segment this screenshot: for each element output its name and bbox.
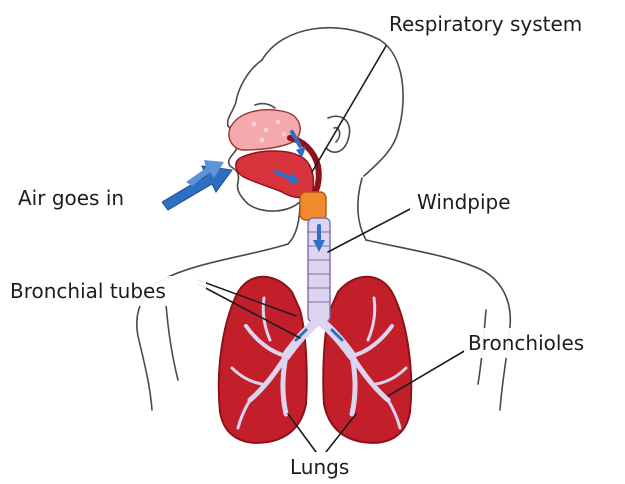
label-bronchioles: Bronchioles — [468, 331, 584, 355]
label-windpipe: Windpipe — [417, 190, 511, 214]
label-respiratory-system: Respiratory system — [389, 12, 582, 36]
larynx — [300, 192, 326, 220]
air-in-arrow-icon — [162, 166, 232, 210]
label-lungs: Lungs — [290, 455, 349, 479]
label-bronchial-tubes: Bronchial tubes — [10, 279, 166, 303]
nasal-cavity — [229, 110, 300, 150]
label-air-goes-in: Air goes in — [18, 186, 124, 210]
